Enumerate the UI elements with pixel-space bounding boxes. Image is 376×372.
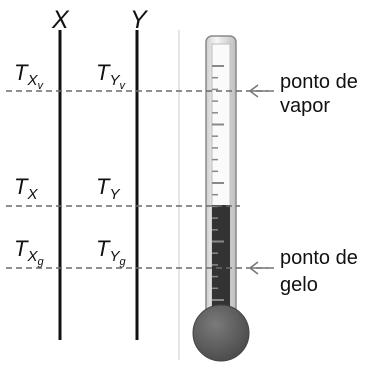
vapor-label-line1: ponto de [280, 71, 358, 93]
vapor-arrow-icon [248, 84, 274, 98]
gelo-label-line2: gelo [280, 274, 318, 296]
thermometer-bulb [192, 304, 250, 362]
thermometer [192, 35, 250, 362]
x-mid-label: TX [14, 174, 38, 203]
x-gelo-label: TXg [14, 236, 44, 268]
x-vapor-label: TXv [14, 60, 44, 92]
y-gelo-label: TYg [96, 236, 126, 268]
vapor-label-line2: vapor [280, 95, 330, 117]
y-axis-letter: Y [130, 6, 149, 34]
y-vapor-label: TYv [96, 60, 126, 92]
thermometer-ticks [212, 65, 224, 301]
background-strip [178, 30, 180, 360]
thermometer-liquid [212, 205, 230, 315]
gelo-arrow-icon [248, 261, 274, 275]
x-axis-letter: X [51, 6, 70, 34]
y-mid-label: TY [96, 174, 120, 203]
gelo-label-line1: ponto de [280, 247, 358, 269]
